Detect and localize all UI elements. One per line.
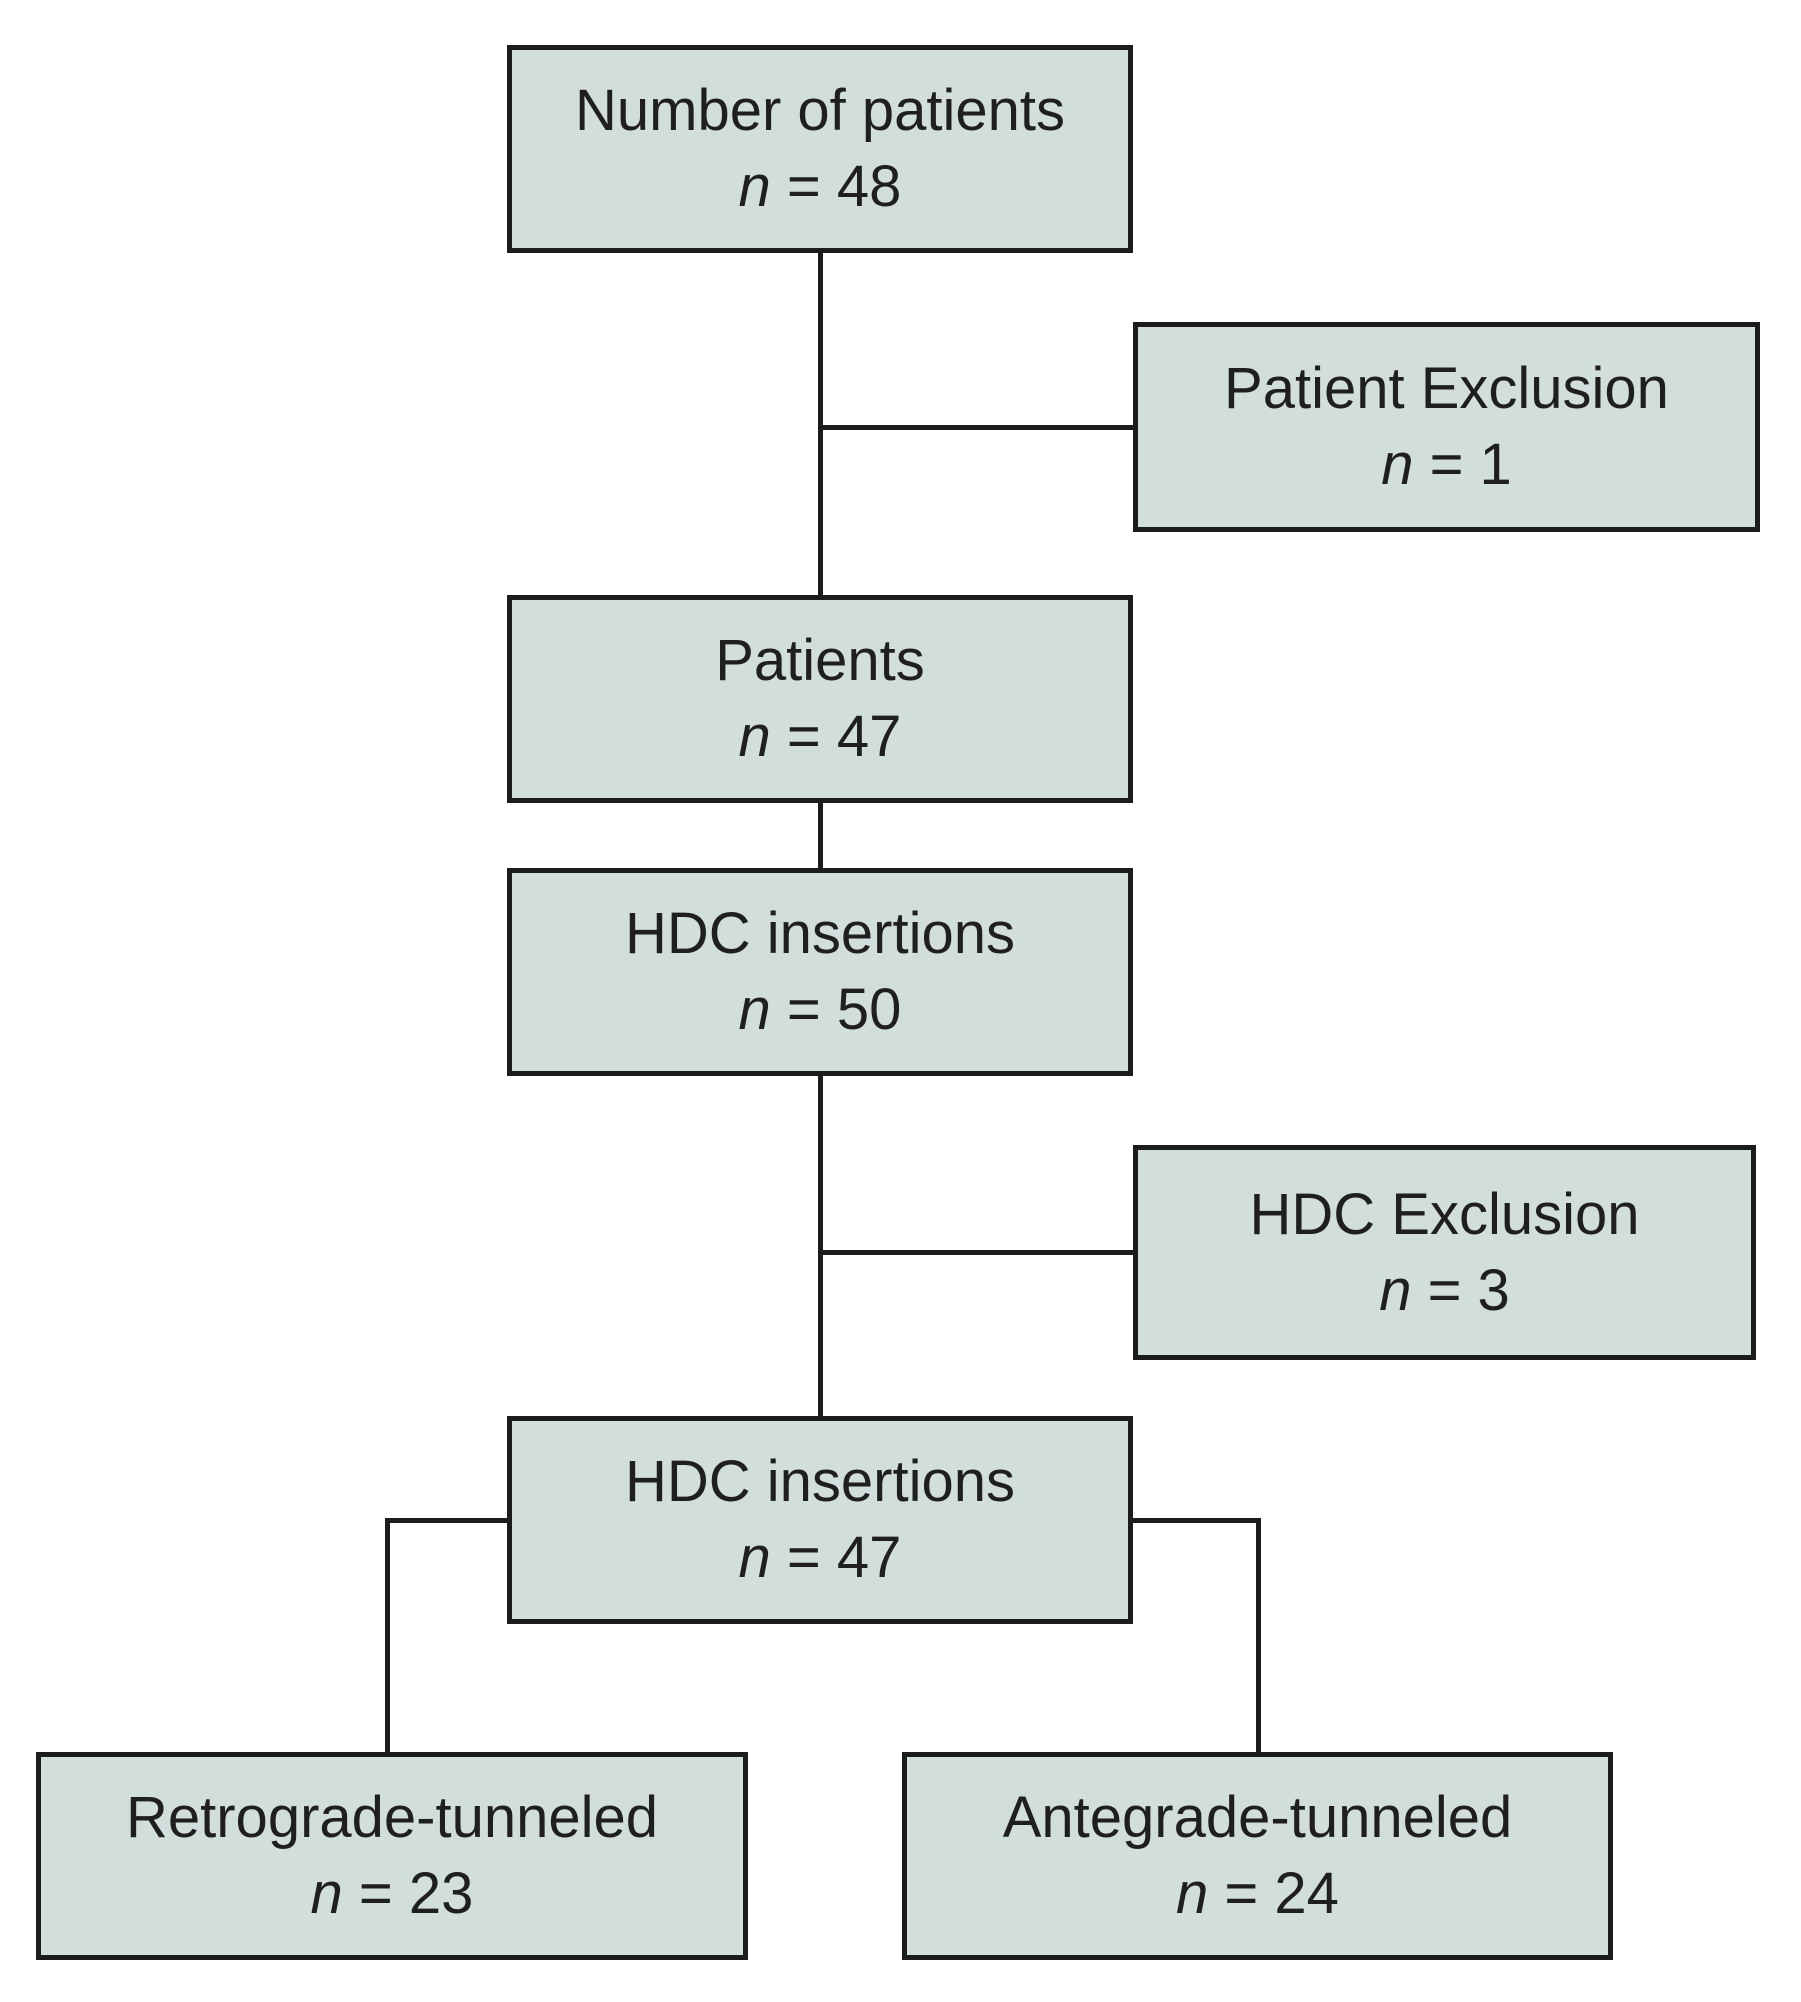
connector-right-branch-vertical [1256,1518,1261,1752]
node-count: n = 3 [1379,1253,1510,1329]
node-label: Number of patients [575,73,1065,149]
node-label-text: Retrograde-tunneled [125,1785,659,1850]
connector-patients48-to-patients47 [818,253,823,595]
n-value: = 23 [342,1861,474,1926]
node-label: HDC insertions [625,896,1015,972]
node-label-text: Patient Exclusion [1224,356,1669,421]
n-symbol: n [1379,1257,1412,1323]
node-count: n = 47 [739,699,902,775]
n-value: = 1 [1413,432,1512,497]
node-count: n = 47 [739,1520,902,1596]
node-label: Patients [715,623,925,699]
node-label-text: Antegrade-tunneled [1002,1785,1513,1850]
node-label-text: HDC insertions [625,1449,1015,1514]
n-value: = 3 [1411,1257,1510,1323]
connector-right-branch-horizontal [1133,1518,1261,1523]
node-label: Retrograde-tunneled [126,1780,658,1856]
node-label-text: Patients [715,628,925,693]
node-count: n = 1 [1381,427,1512,503]
node-hdc-insertions-final: HDC insertions n = 47 [507,1416,1133,1624]
connector-left-branch-vertical [385,1518,390,1752]
node-label: HDC insertions [625,1444,1015,1520]
node-count: n = 50 [739,972,902,1048]
node-label-text: HDC insertions [625,901,1015,966]
node-count: n = 48 [739,149,902,225]
node-number-of-patients: Number of patients n = 48 [507,45,1133,253]
node-label: Antegrade-tunneled [1003,1780,1513,1856]
n-value: = 47 [770,704,902,769]
node-patients: Patients n = 47 [507,595,1133,803]
n-symbol: n [310,1861,343,1926]
node-retrograde-tunneled: Retrograde-tunneled n = 23 [36,1752,748,1960]
node-label-text: Number of patients [574,78,1066,143]
node-antegrade-tunneled: Antegrade-tunneled n = 24 [902,1752,1613,1960]
n-symbol: n [738,704,771,769]
node-label-text: HDC Exclusion [1249,1181,1640,1247]
node-label: Patient Exclusion [1224,351,1669,427]
node-hdc-exclusion: HDC Exclusion n = 3 [1133,1145,1756,1360]
connector-patients47-to-hdc50 [818,803,823,868]
connector-to-patient-exclusion [820,425,1133,430]
n-value: = 47 [770,1525,902,1590]
n-symbol: n [1381,432,1414,497]
node-count: n = 24 [1176,1856,1339,1932]
n-value: = 24 [1208,1861,1339,1926]
connector-hdc50-to-hdc47 [818,1076,823,1416]
n-value: = 48 [770,154,902,219]
node-patient-exclusion: Patient Exclusion n = 1 [1133,322,1760,532]
node-count: n = 23 [311,1856,474,1932]
n-symbol: n [1176,1861,1209,1926]
connector-left-branch-horizontal [385,1518,507,1523]
node-hdc-insertions-initial: HDC insertions n = 50 [507,868,1133,1076]
n-symbol: n [738,154,771,219]
n-symbol: n [738,977,771,1042]
node-label: HDC Exclusion [1250,1177,1640,1253]
n-symbol: n [738,1525,771,1590]
n-value: = 50 [770,977,902,1042]
connector-to-hdc-exclusion [820,1250,1133,1255]
